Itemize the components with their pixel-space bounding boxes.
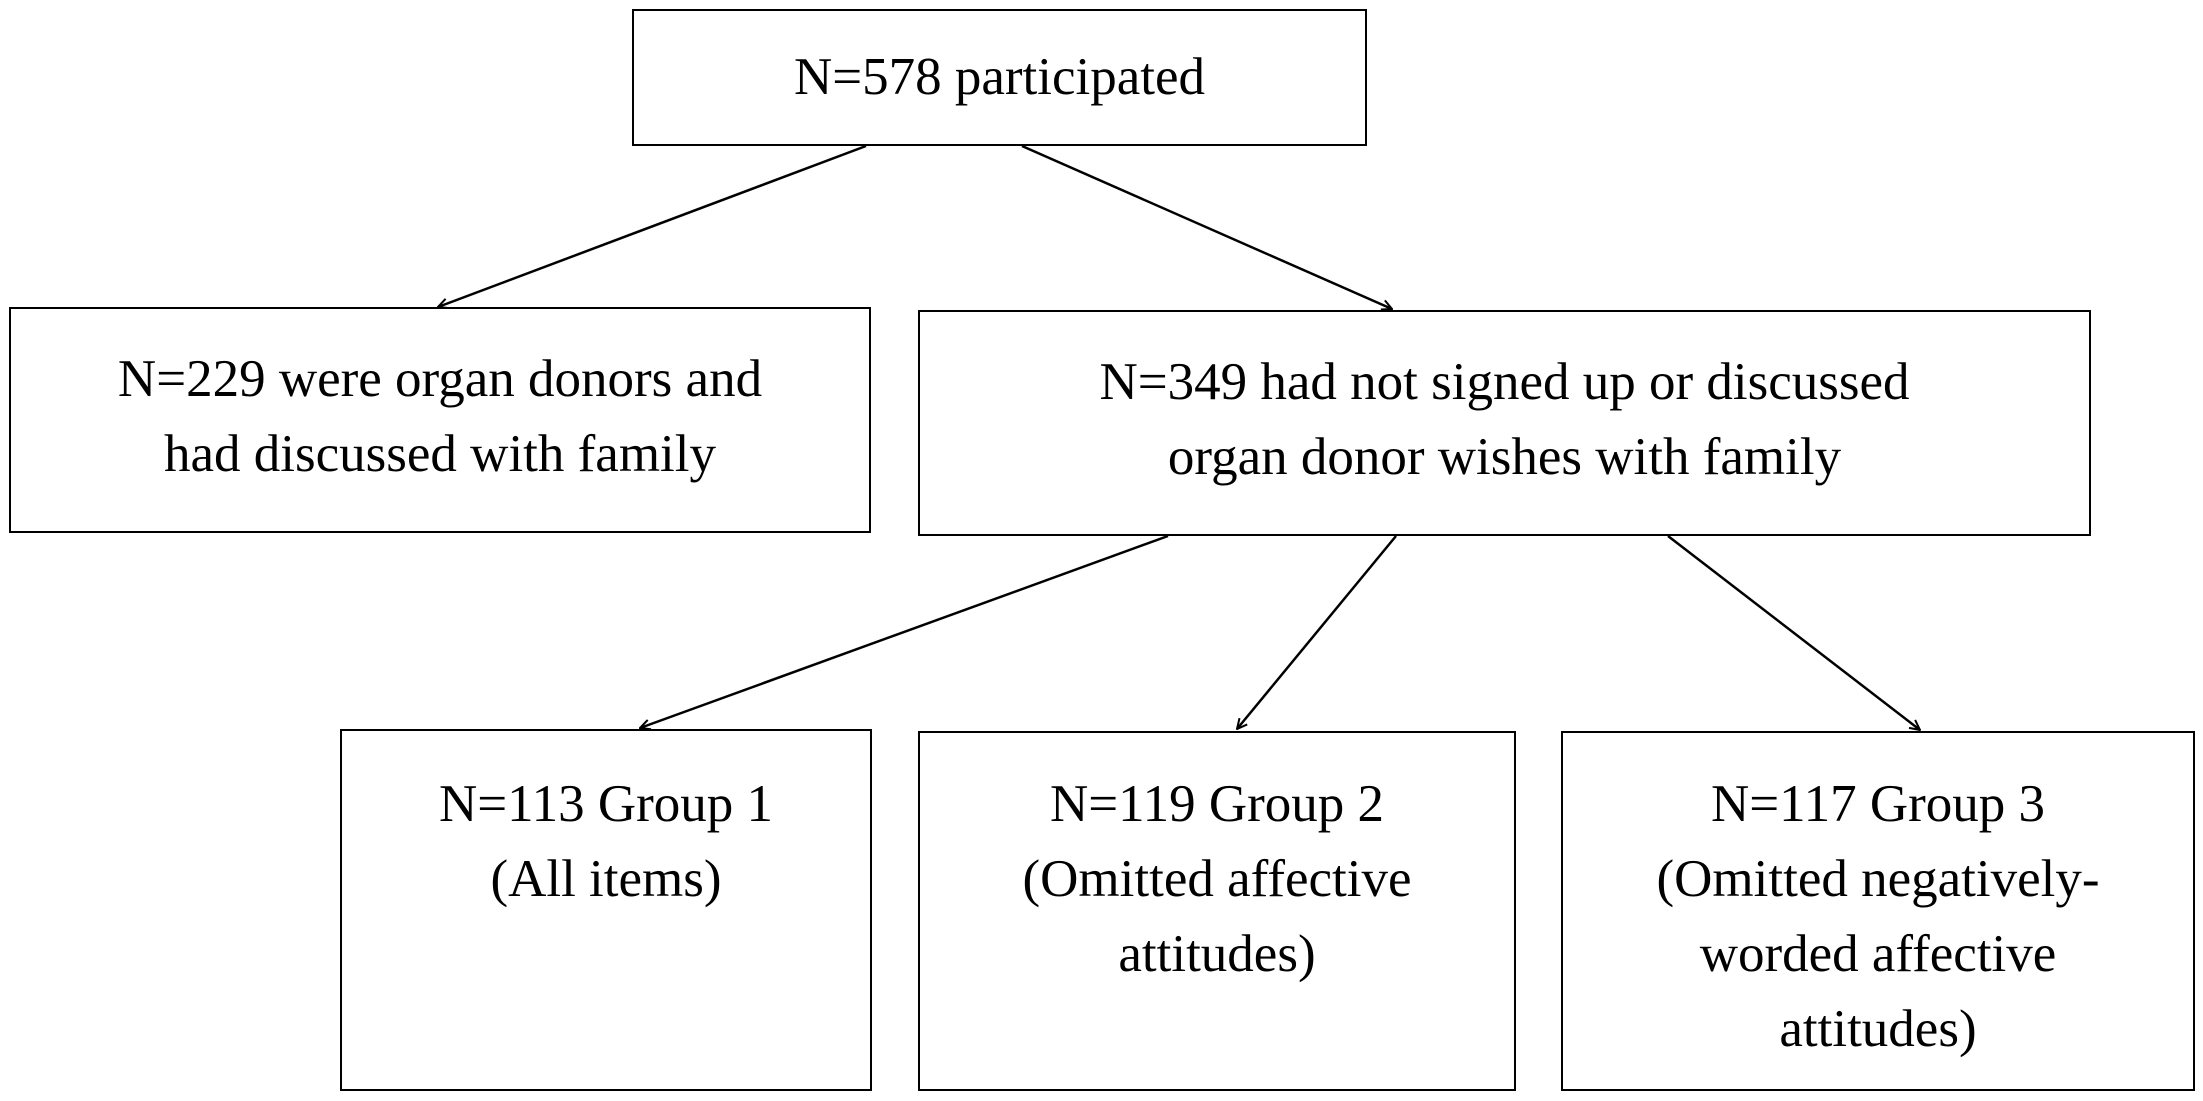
node-text-line: N=113 Group 1	[438, 775, 774, 833]
node-group-1: N=113 Group 1 (All items)	[340, 729, 872, 1091]
arrow-right-to-group1	[640, 534, 1169, 728]
node-text-line: (All items)	[490, 850, 722, 908]
node-not-signed-up: N=349 had not signed up or discussed org…	[918, 310, 2091, 536]
node-organ-donors-discussed: N=229 were organ donors and had discusse…	[9, 307, 871, 533]
node-text-line: N=229 were organ donors and	[117, 350, 763, 408]
node-text-line: N=578 participated	[793, 48, 1206, 106]
node-text-line: had discussed with family	[164, 425, 716, 483]
node-text-line: attitudes)	[1779, 1000, 1977, 1058]
node-text-line: attitudes)	[1118, 925, 1316, 983]
arrow-right-to-group3	[1667, 535, 1920, 730]
node-text-line: (Omitted affective	[1022, 850, 1412, 908]
arrow-right-to-group2	[1237, 535, 1397, 729]
node-text-line: N=119 Group 2	[1049, 775, 1385, 833]
arrow-root-to-right	[1021, 144, 1392, 309]
node-group-2: N=119 Group 2 (Omitted affective attitud…	[918, 731, 1516, 1091]
node-text-line: N=349 had not signed up or discussed	[1099, 353, 1910, 411]
node-text-line: organ donor wishes with family	[1167, 428, 1842, 486]
node-group-3: N=117 Group 3 (Omitted negatively- worde…	[1561, 731, 2195, 1091]
arrow-root-to-left	[438, 144, 867, 307]
node-text-line: (Omitted negatively-	[1656, 850, 2100, 908]
node-text-line: worded affective	[1699, 925, 2057, 983]
node-text-line: N=117 Group 3	[1710, 775, 2046, 833]
node-root-participated: N=578 participated	[632, 9, 1367, 146]
